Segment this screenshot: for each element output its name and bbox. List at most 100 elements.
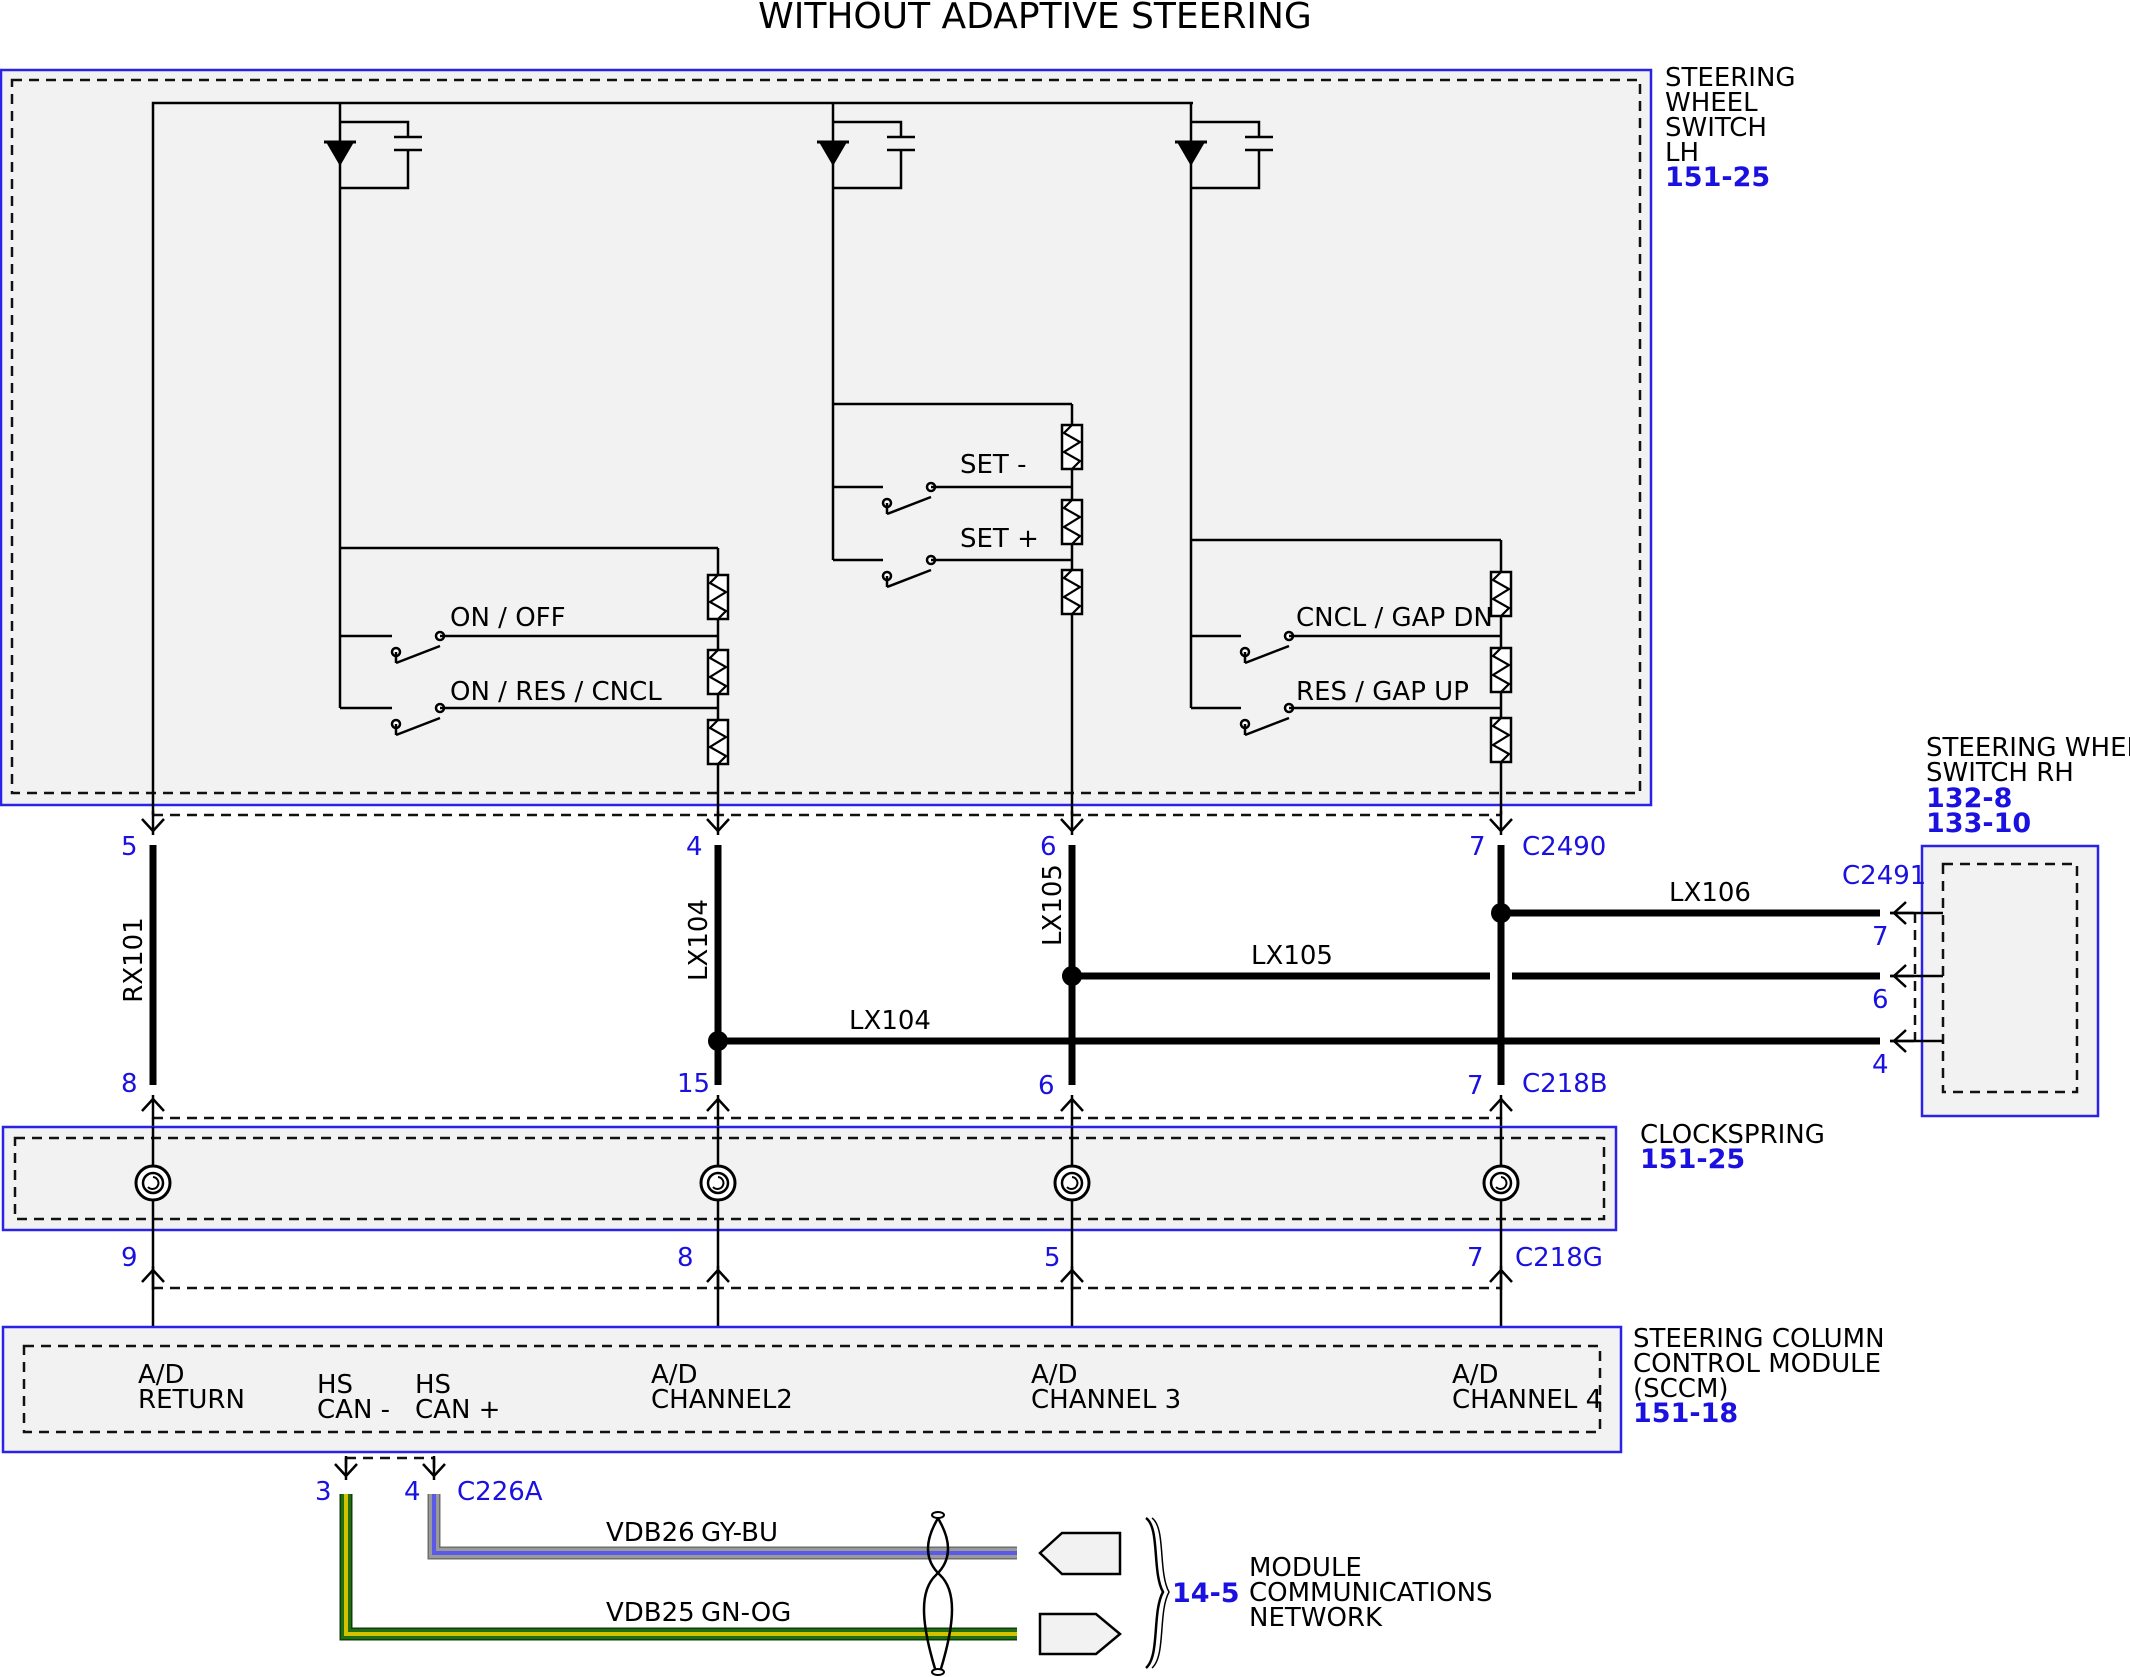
c2491-label: C2491 bbox=[1842, 861, 1926, 891]
clockspring-coil-3 bbox=[1053, 1164, 1091, 1202]
sccm-pin-ad-channel2-1: A/D bbox=[651, 1360, 698, 1390]
wire-label-vdb26-color: GY-BU bbox=[701, 1518, 778, 1548]
clockspring: CLOCKSPRING 151-25 bbox=[1, 1120, 1825, 1232]
switch-label-on-res-cncl: ON / RES / CNCL bbox=[450, 677, 662, 707]
network-connector-flag-2 bbox=[1038, 1612, 1122, 1656]
swlh-label-2: WHEEL bbox=[1665, 88, 1758, 118]
sccm-pin-ad-channel4-1: A/D bbox=[1452, 1360, 1499, 1390]
swrh-dashed-border bbox=[1941, 862, 2079, 1094]
swrh-ref-1: 132-8 bbox=[1926, 783, 2012, 814]
sccm-label-2: CONTROL MODULE bbox=[1633, 1349, 1881, 1379]
c218b-pin-7: 7 bbox=[1467, 1071, 1484, 1101]
swlh-box bbox=[0, 68, 1653, 807]
clockspring-coil-1 bbox=[134, 1164, 172, 1202]
c218b-pin-15: 15 bbox=[677, 1069, 710, 1099]
swrh-ref-2: 133-10 bbox=[1926, 808, 2031, 839]
c226a-pin-4: 4 bbox=[404, 1477, 421, 1507]
c218g-pin-8: 8 bbox=[677, 1243, 694, 1273]
sccm-pin-hs-can-plus-1: HS bbox=[415, 1370, 451, 1400]
switch-label-cncl-gap-dn: CNCL / GAP DN bbox=[1296, 603, 1493, 633]
c2490-label: C2490 bbox=[1522, 832, 1606, 862]
swlh-label-1: STEERING bbox=[1665, 63, 1796, 93]
wire-label-lx104-vertical: LX104 bbox=[684, 899, 714, 981]
network-connector-flag-1 bbox=[1038, 1531, 1122, 1576]
sccm-pin-ad-channel3-1: A/D bbox=[1031, 1360, 1078, 1390]
sccm-dashed-border bbox=[22, 1344, 1602, 1434]
sccm: A/D RETURN HS CAN - HS CAN + A/D CHANNEL… bbox=[1, 1324, 1885, 1454]
steering-wheel-switch-rh: C2491 7 6 4 STEERING WHEEL SWITCH RH 132… bbox=[1842, 733, 2130, 1118]
c2491-pin-7: 7 bbox=[1872, 922, 1889, 952]
sccm-pin-hs-can-plus-2: CAN + bbox=[415, 1395, 500, 1425]
wire-label-lx105-vertical: LX105 bbox=[1038, 864, 1068, 946]
swlh-ref: 151-25 bbox=[1665, 162, 1770, 193]
connector-c218g: 9 8 5 7 C218G bbox=[121, 1230, 1603, 1337]
c218g-pin-7: 7 bbox=[1467, 1243, 1484, 1273]
switch-label-set-minus: SET - bbox=[960, 450, 1026, 480]
splice-lx104 bbox=[708, 1031, 728, 1051]
wire-label-vdb25-color: GN-OG bbox=[701, 1598, 791, 1628]
swrh-label-2: SWITCH RH bbox=[1926, 758, 2074, 788]
channel2-ladder: ON / OFF ON / RES / CNCL bbox=[338, 182, 730, 815]
connector-c2490: 5 4 6 7 C2490 bbox=[121, 809, 1606, 862]
c218g-pin-5: 5 bbox=[1044, 1243, 1061, 1273]
wire-label-lx105-horizontal: LX105 bbox=[1251, 941, 1333, 971]
switch-label-on-off: ON / OFF bbox=[450, 603, 566, 633]
c218g-label: C218G bbox=[1515, 1243, 1603, 1273]
clockspring-ref: 151-25 bbox=[1640, 1144, 1745, 1175]
switch-label-set-plus: SET + bbox=[960, 524, 1039, 554]
connector-c226a: 3 4 C226A bbox=[315, 1454, 543, 1507]
switch-label-res-gap-up: RES / GAP UP bbox=[1296, 677, 1469, 707]
c218g-pin-9: 9 bbox=[121, 1243, 138, 1273]
diode-cluster-1 bbox=[322, 103, 422, 190]
clockspring-coil-4 bbox=[1482, 1164, 1520, 1202]
clockspring-box bbox=[1, 1125, 1618, 1232]
sccm-label-1: STEERING COLUMN bbox=[1633, 1324, 1885, 1354]
sccm-pin-ad-return-1: A/D bbox=[138, 1360, 185, 1390]
return-bus-wire bbox=[151, 101, 1193, 815]
swlh-label-4: LH bbox=[1665, 138, 1699, 168]
splice-lx106 bbox=[1491, 903, 1511, 923]
network-brace bbox=[1145, 1516, 1165, 1669]
c218b-pin-6: 6 bbox=[1038, 1071, 1055, 1101]
swlh-dashed-border bbox=[10, 78, 1642, 795]
sccm-ref: 151-18 bbox=[1633, 1398, 1738, 1429]
wire-label-lx104-horizontal: LX104 bbox=[849, 1006, 931, 1036]
network-label-2: COMMUNICATIONS bbox=[1249, 1578, 1493, 1608]
network-label-3: NETWORK bbox=[1249, 1603, 1383, 1633]
splice-lx105 bbox=[1062, 966, 1082, 986]
sccm-pin-ad-return-2: RETURN bbox=[138, 1385, 245, 1415]
network-ref: 14-5 bbox=[1172, 1578, 1240, 1609]
swlh-label-3: SWITCH bbox=[1665, 113, 1767, 143]
swrh-box bbox=[1920, 844, 2100, 1118]
wire-label-vdb25: VDB25 bbox=[606, 1598, 695, 1628]
wire-label-rx101: RX101 bbox=[119, 917, 149, 1003]
twisted-pair-symbol bbox=[922, 1514, 950, 1673]
can-bus-wires: VDB26 GY-BU VDB25 GN-OG 14-5 MODULE COMM… bbox=[339, 1494, 1493, 1676]
c226a-pin-3: 3 bbox=[315, 1477, 332, 1507]
sccm-label-3: (SCCM) bbox=[1633, 1374, 1729, 1404]
c2491-pin-6: 6 bbox=[1872, 985, 1889, 1015]
swrh-label-1: STEERING WHEEL bbox=[1926, 733, 2130, 763]
steering-wheel-switch-lh: STEERING WHEEL SWITCH LH 151-25 bbox=[0, 63, 1796, 815]
sccm-pin-hs-can-minus-2: CAN - bbox=[317, 1395, 390, 1425]
c218b-pin-8: 8 bbox=[121, 1069, 138, 1099]
clockspring-dashed-border bbox=[13, 1136, 1606, 1221]
diode-cluster-3 bbox=[1173, 103, 1273, 190]
c2490-pin-4: 4 bbox=[686, 832, 703, 862]
sccm-pin-ad-channel2-2: CHANNEL2 bbox=[651, 1385, 793, 1415]
c2490-pin-5: 5 bbox=[121, 832, 138, 862]
channel4-ladder: CNCL / GAP DN RES / GAP UP bbox=[1189, 182, 1513, 815]
c226a-label: C226A bbox=[457, 1477, 543, 1507]
network-label-1: MODULE bbox=[1249, 1553, 1362, 1583]
clockspring-label: CLOCKSPRING bbox=[1640, 1120, 1825, 1150]
diode-cluster-2 bbox=[815, 103, 915, 190]
diagram-title: WITHOUT ADAPTIVE STEERING bbox=[758, 0, 1312, 37]
channel3-ladder: SET - SET + bbox=[831, 182, 1084, 815]
clockspring-coil-2 bbox=[699, 1164, 737, 1202]
harness-wires: RX101 LX104 LX105 LX106 LX105 LX104 bbox=[119, 845, 1880, 1085]
c2490-pin-6: 6 bbox=[1040, 832, 1057, 862]
sccm-pin-ad-channel3-2: CHANNEL 3 bbox=[1031, 1385, 1181, 1415]
sccm-pin-hs-can-minus-1: HS bbox=[317, 1370, 353, 1400]
wire-label-vdb26: VDB26 bbox=[606, 1518, 695, 1548]
